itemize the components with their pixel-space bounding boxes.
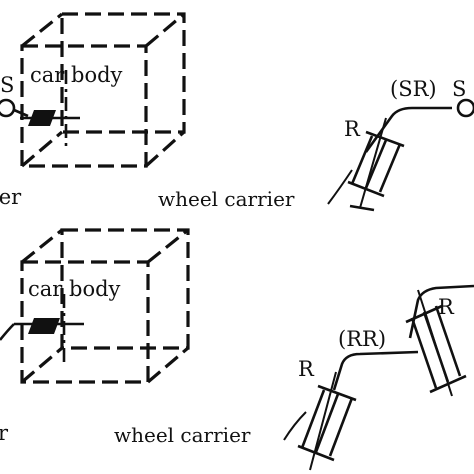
upper-revolute-label: R <box>344 117 361 141</box>
lower-left-carrier-label: r <box>0 421 9 445</box>
upper-left-carrier-label: ier <box>0 185 22 209</box>
upper-body-mount <box>20 70 80 150</box>
lower-body-mount <box>0 294 84 366</box>
upper-mount-block <box>28 110 56 126</box>
lower-wheel-carrier-label: wheel carrier <box>114 423 251 447</box>
upper-left-spherical-joint-icon <box>0 98 16 118</box>
lower-mechanism: car body r (RR) R R whee <box>0 228 474 471</box>
lower-revolute-top-label: R <box>438 295 455 319</box>
upper-sr-label: (SR) <box>390 77 437 101</box>
upper-mechanism: S ier car body (SR) S R wheel carrier <box>0 12 474 212</box>
upper-wheel-carrier-label: wheel carrier <box>158 187 295 211</box>
upper-left-joint-label: S <box>0 73 14 97</box>
upper-car-body-label: car body <box>30 63 123 87</box>
lower-rr-label: (RR) <box>338 327 386 351</box>
lower-car-body-label: car body <box>28 277 121 301</box>
upper-sr-linkage: (SR) S R wheel carrier <box>158 77 474 212</box>
lower-mount-block <box>28 318 60 334</box>
upper-right-spherical-joint-icon <box>456 98 474 118</box>
lower-revolute-bottom-label: R <box>298 357 315 381</box>
lower-rr-linkage: (RR) R R wheel carrier <box>114 284 474 471</box>
upper-right-joint-label: S <box>452 77 466 101</box>
upper-car-body-cube <box>20 12 186 168</box>
lower-car-body-cube <box>20 228 190 384</box>
